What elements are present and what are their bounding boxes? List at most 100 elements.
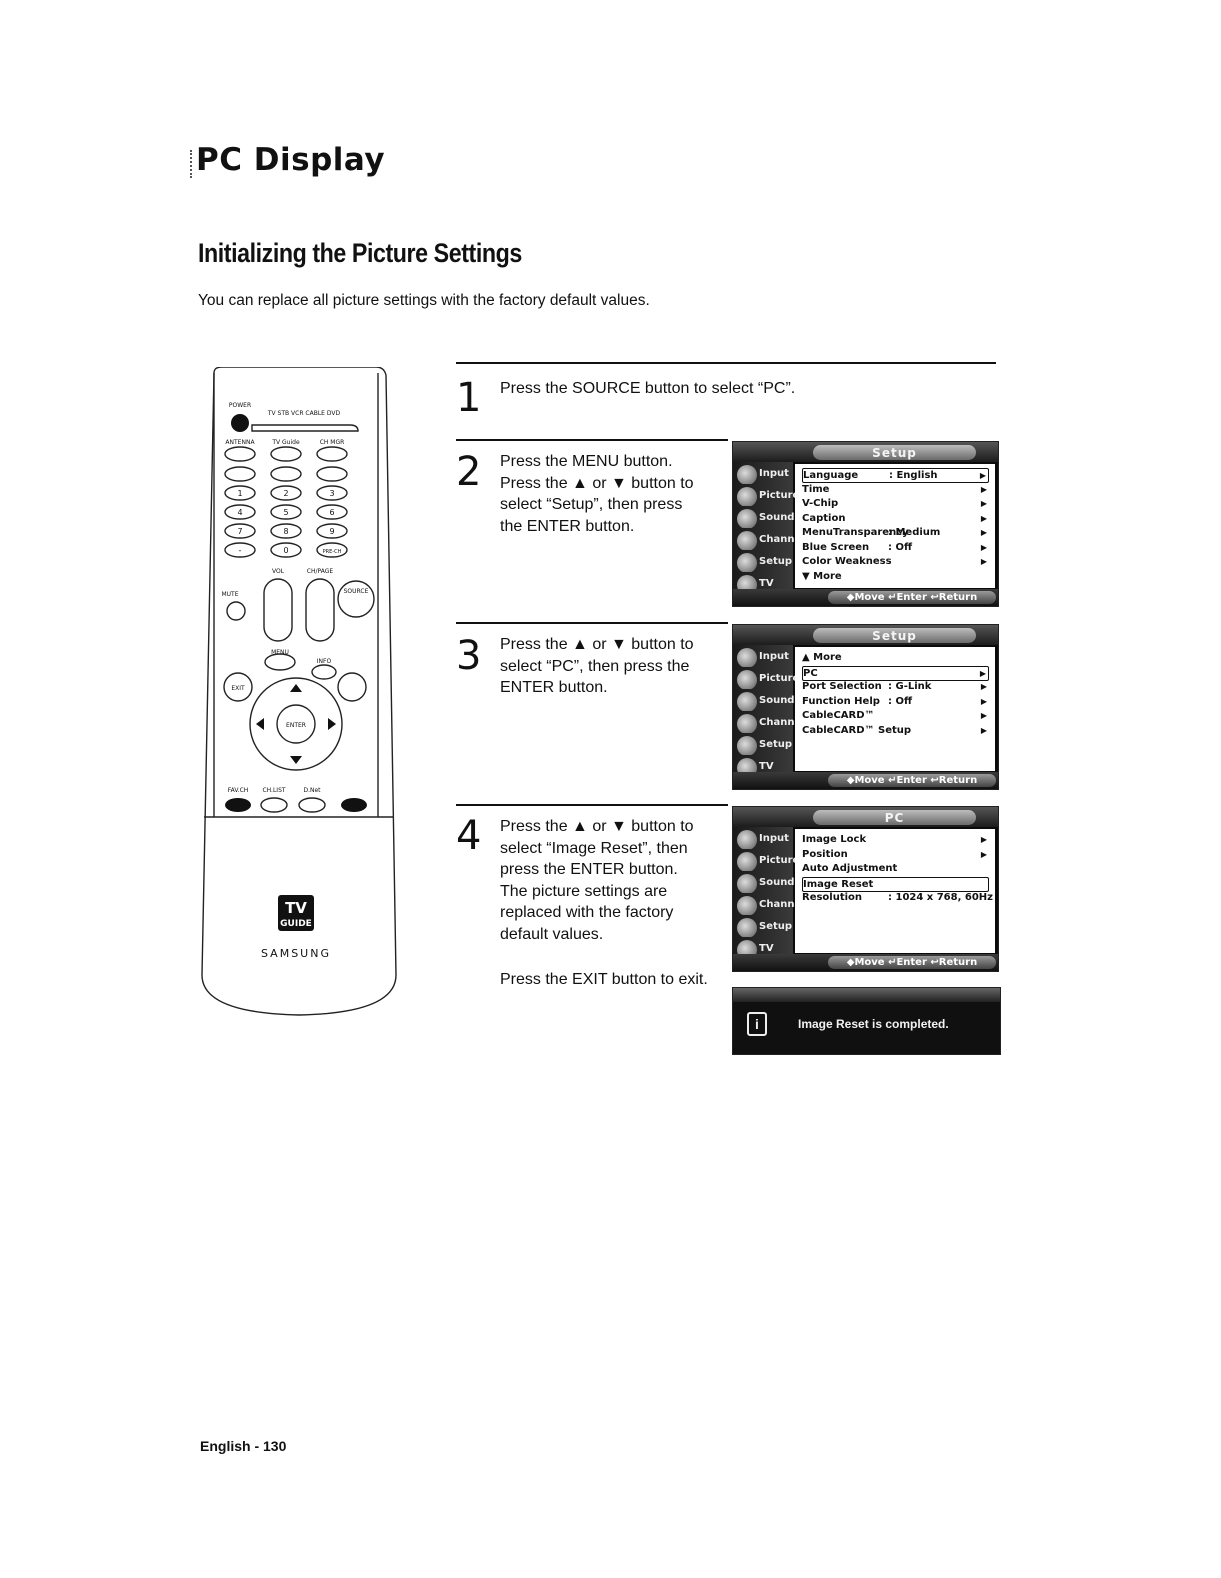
arrow-right-icon: ▶ xyxy=(980,682,987,691)
osd-menu-item[interactable]: PC▶ xyxy=(802,665,989,681)
osd-menu-item[interactable]: CableCARD™ Setup▶ xyxy=(802,724,989,737)
arrow-right-icon: ▶ xyxy=(979,471,986,480)
remote-key-11: 0 xyxy=(283,546,288,555)
osd-menu-item[interactable]: V-Chip▶ xyxy=(802,497,989,510)
remote-label-power: POWER xyxy=(229,402,251,409)
osd-sidebar-item: Setup xyxy=(733,915,793,941)
osd-item-label: V-Chip xyxy=(802,498,839,509)
arrow-right-icon: ▶ xyxy=(980,557,987,566)
osd-footer: ◆Move ↵Enter ↩Return xyxy=(733,772,998,789)
osd-footer-text: ◆Move ↵Enter ↩Return xyxy=(846,592,978,603)
osd-sidebar-item: Channel xyxy=(733,711,805,737)
osd-footer-text: ◆Move ↵Enter ↩Return xyxy=(846,775,978,786)
osd-menu-panel: Language: English▶Time▶V-Chip▶Caption▶Me… xyxy=(795,464,995,588)
osd-header: Setup xyxy=(733,442,998,462)
remote-label-tvguide: TV Guide xyxy=(271,439,300,446)
remote-key-12: PRE-CH xyxy=(323,549,342,555)
osd-item-label: CableCARD™ xyxy=(802,710,875,721)
sound-icon xyxy=(737,509,757,529)
page-heading: Initializing the Picture Settings xyxy=(198,238,522,268)
remote-label-dnet: D.Net xyxy=(303,787,321,794)
osd-menu-item[interactable]: ▼ More xyxy=(802,570,989,583)
osd-item-label: ▼ More xyxy=(802,570,842,582)
arrow-right-icon: ▶ xyxy=(979,668,986,678)
osd-sidebar-label: Setup xyxy=(759,739,793,750)
osd-footer: ◆Move ↵Enter ↩Return xyxy=(733,589,998,606)
osd-sidebar-label: Channel xyxy=(759,717,805,728)
osd-menu-item[interactable]: Color Weakness▶ xyxy=(802,555,989,568)
setup-icon xyxy=(737,736,757,756)
osd-item-value: : Off xyxy=(888,541,913,553)
input-icon xyxy=(737,465,757,485)
arrow-right-icon: ▶ xyxy=(980,835,987,844)
step-3-rule xyxy=(456,622,728,624)
remote-label-favch: FAV.CH xyxy=(228,787,249,794)
osd-item-label: Time xyxy=(802,483,830,495)
osd-sidebar-label: Input xyxy=(759,833,789,844)
picture-icon xyxy=(737,487,757,507)
remote-key-10: - xyxy=(239,546,242,555)
osd-menu-item[interactable]: Position▶ xyxy=(802,848,989,861)
osd-sidebar-label: Sound xyxy=(759,877,795,888)
step-2-text: Press the MENU button.Press the ▲ or ▼ b… xyxy=(500,453,694,535)
osd-menu-item[interactable]: Caption▶ xyxy=(802,512,989,525)
osd-sidebar-item: Sound xyxy=(733,506,794,532)
step-1-text: Press the SOURCE button to select “PC”. xyxy=(500,380,796,397)
step-4-number: 4 xyxy=(456,813,482,859)
remote-key-3: 3 xyxy=(329,489,334,498)
osd-sidebar-item: Picture xyxy=(733,667,799,693)
osd-menu-item[interactable]: Time▶ xyxy=(802,483,989,496)
osd-sidebar-label: Setup xyxy=(759,556,793,567)
page-number: English - 130 xyxy=(200,1438,287,1454)
osd-sidebar-label: TV xyxy=(759,943,774,954)
osd-sidebar-label: Channel xyxy=(759,534,805,545)
remote-key-2: 2 xyxy=(283,489,288,498)
osd-menu-item[interactable]: Language: English▶ xyxy=(802,468,989,483)
remote-label-vol: VOL xyxy=(272,568,285,575)
picture-icon xyxy=(737,670,757,690)
osd-item-label: ▲ More xyxy=(802,652,842,663)
channel-icon xyxy=(737,714,757,734)
osd-menu-item[interactable]: Function Help: Off▶ xyxy=(802,695,989,708)
remote-key-8: 8 xyxy=(283,527,288,536)
osd-menu-item[interactable]: Image Lock▶ xyxy=(802,833,989,846)
remote-label-exit: EXIT xyxy=(231,685,245,692)
osd-item-value: : Off xyxy=(888,695,913,707)
step-4-exit-text: Press the EXIT button to exit. xyxy=(500,971,708,988)
remote-label-menu: MENU xyxy=(271,649,289,656)
osd-item-label: Image Reset xyxy=(803,878,874,890)
osd-menu-item[interactable]: Blue Screen: Off▶ xyxy=(802,541,989,554)
osd-menu-item[interactable]: ▲ More xyxy=(802,651,989,664)
osd-footer: ◆Move ↵Enter ↩Return xyxy=(733,954,998,971)
osd-menu-item[interactable]: Auto Adjustment xyxy=(802,862,989,875)
osd-menu-item[interactable]: Resolution: 1024 x 768, 60Hz xyxy=(802,891,993,904)
osd-menu-item[interactable]: Port Selection: G-Link▶ xyxy=(802,680,989,693)
osd-sidebar-label: Channel xyxy=(759,899,805,910)
arrow-right-icon: ▶ xyxy=(980,696,987,706)
osd-sidebar-label: Picture xyxy=(759,673,800,684)
osd-menu-item[interactable]: MenuTransparency: Medium▶ xyxy=(802,526,989,539)
remote-label-chlist: CH.LIST xyxy=(262,787,285,794)
osd-sidebar-label: Setup xyxy=(759,921,793,932)
remote-key-5: 5 xyxy=(283,508,288,517)
sound-icon xyxy=(737,692,757,712)
info-icon: i xyxy=(747,1012,767,1036)
osd-sidebar-label: TV xyxy=(759,578,774,589)
osd-item-value: : G-Link xyxy=(888,681,932,692)
osd-menu-item[interactable]: CableCARD™▶ xyxy=(802,709,989,722)
arrow-right-icon: ▶ xyxy=(980,542,987,552)
osd-item-label: Resolution xyxy=(802,892,863,903)
osd-sidebar-label: Picture xyxy=(759,490,800,501)
remote-label-enter: ENTER xyxy=(286,722,306,729)
osd-menu-item[interactable]: Image Reset xyxy=(802,876,989,892)
remote-label-info: INFO xyxy=(317,658,332,665)
osd-sidebar-item: Sound xyxy=(733,871,795,897)
remote-key-6: 6 xyxy=(329,508,334,517)
arrow-right-icon: ▶ xyxy=(980,528,987,537)
osd-title: PC xyxy=(884,811,905,825)
